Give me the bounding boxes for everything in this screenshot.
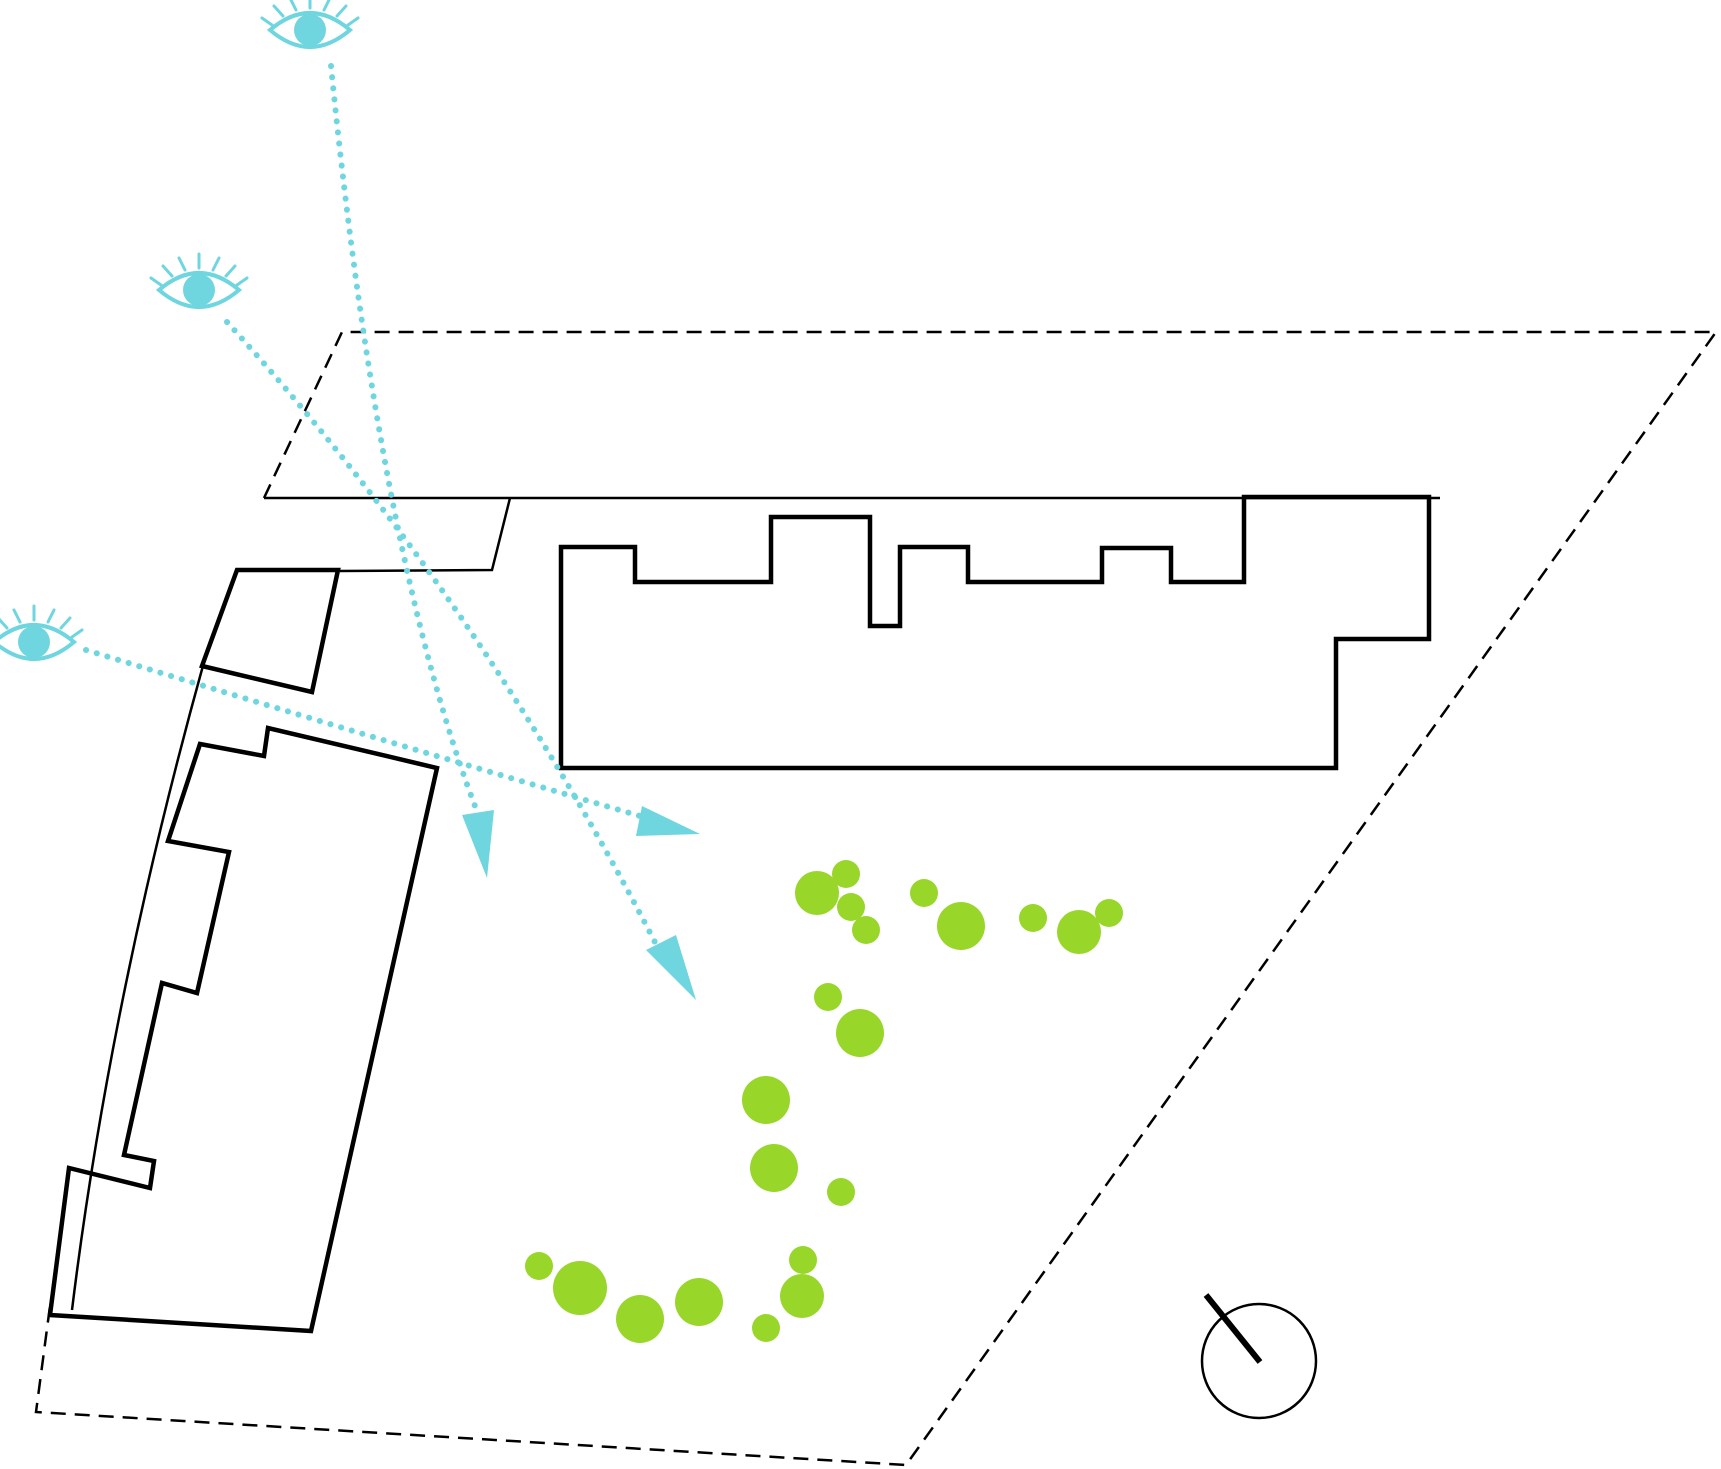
- tree-icon: [616, 1295, 664, 1343]
- viewpoints: [0, 0, 360, 661]
- tree-icon: [750, 1144, 798, 1192]
- arrowhead-1: [462, 810, 494, 878]
- eye-icon: [149, 252, 249, 309]
- arrowhead-3: [636, 806, 700, 836]
- north-arrow-circle: [1200, 1302, 1318, 1420]
- tree-icon: [1095, 899, 1123, 927]
- building-north-block: [558, 494, 1432, 771]
- site-boundary-line: [34, 330, 1719, 1467]
- tree-icon: [789, 1246, 817, 1274]
- tree-icon: [525, 1252, 553, 1280]
- tree-icon: [553, 1261, 607, 1315]
- tree-icon: [852, 916, 880, 944]
- sightline-2: [224, 319, 663, 955]
- trees: [525, 860, 1123, 1343]
- tree-icon: [837, 893, 865, 921]
- buildings: [47, 494, 1432, 1334]
- tree-icon: [836, 1009, 884, 1057]
- arrowhead-2: [646, 935, 696, 1000]
- tree-icon: [795, 871, 839, 915]
- sightline-1: [328, 63, 481, 817]
- tree-icon: [1019, 904, 1047, 932]
- tree-icon: [910, 879, 938, 907]
- courtyard-edge: [339, 497, 512, 573]
- tree-icon: [742, 1076, 790, 1124]
- building-northwest-small: [199, 567, 341, 695]
- eye-icon: [0, 604, 84, 661]
- tree-icon: [814, 983, 842, 1011]
- building-west-block: [47, 725, 440, 1334]
- tree-icon: [780, 1274, 824, 1318]
- sightlines: [83, 63, 663, 955]
- street-lines: [70, 496, 1440, 1311]
- north-arrow-needle: [1203, 1293, 1263, 1364]
- sightline-3: [83, 647, 643, 819]
- tree-icon: [832, 860, 860, 888]
- tree-icon: [675, 1278, 723, 1326]
- tree-icon: [1057, 910, 1101, 954]
- eye-icon: [260, 0, 360, 49]
- street-edge-west: [70, 661, 206, 1311]
- tree-icon: [937, 902, 985, 950]
- tree-icon: [827, 1178, 855, 1206]
- sightline-arrowheads: [462, 806, 700, 1000]
- site-boundary: [34, 330, 1719, 1467]
- tree-icon: [752, 1314, 780, 1342]
- north-arrow-icon: [1200, 1293, 1318, 1420]
